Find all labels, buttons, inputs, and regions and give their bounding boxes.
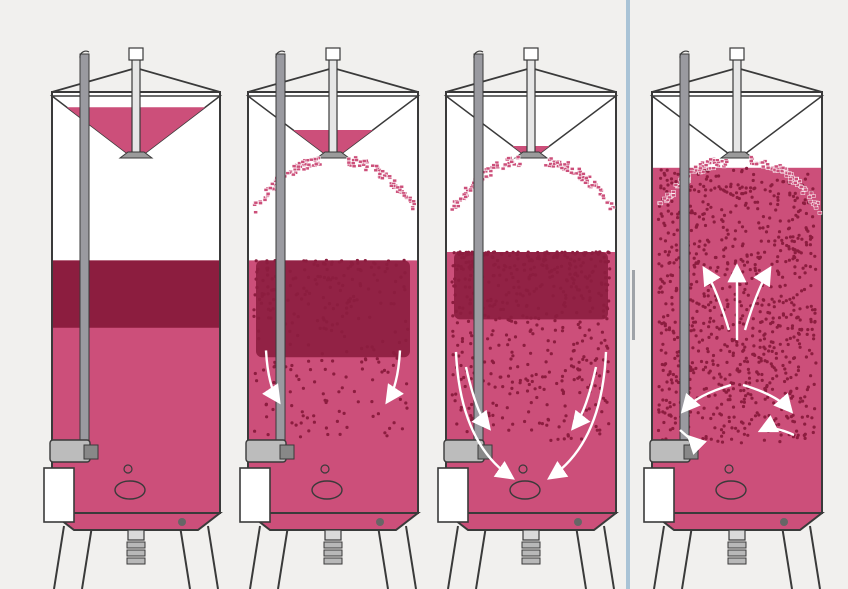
column-cap-icon bbox=[524, 48, 538, 60]
spray-column bbox=[132, 58, 140, 154]
spray-column bbox=[733, 58, 741, 154]
panel-divider bbox=[626, 0, 630, 589]
column-cap-icon bbox=[326, 48, 340, 60]
column-cap-icon bbox=[129, 48, 143, 60]
spray-column bbox=[329, 58, 337, 154]
valve-knob-icon bbox=[376, 518, 384, 526]
drain-valve-icon bbox=[728, 530, 746, 564]
drain-valve-icon bbox=[324, 530, 342, 564]
manhole-door-icon bbox=[438, 468, 468, 522]
recirculation-pipe bbox=[276, 54, 285, 444]
drain-valve-icon bbox=[127, 530, 145, 564]
valve-knob-icon bbox=[574, 518, 582, 526]
tank-4 bbox=[644, 48, 822, 589]
tank-bottom-cone bbox=[652, 513, 822, 530]
spray-column bbox=[527, 58, 535, 154]
tank-3 bbox=[438, 48, 616, 589]
grape-cap bbox=[52, 260, 220, 327]
tank-bottom-cone bbox=[52, 513, 220, 530]
manhole-door-icon bbox=[44, 468, 74, 522]
tank-1 bbox=[44, 48, 220, 589]
tank-2 bbox=[240, 48, 418, 589]
recirculation-pipe bbox=[680, 54, 689, 444]
recirculation-pipe bbox=[80, 54, 89, 444]
manhole-door-icon bbox=[240, 468, 270, 522]
tank-bottom-cone bbox=[248, 513, 418, 530]
drain-valve-icon bbox=[522, 530, 540, 564]
panel-edge-mark bbox=[632, 270, 635, 340]
manhole-door-icon bbox=[644, 468, 674, 522]
valve-knob-icon bbox=[780, 518, 788, 526]
recirculation-pipe bbox=[474, 54, 483, 444]
tank-bottom-cone bbox=[446, 513, 616, 530]
column-cap-icon bbox=[730, 48, 744, 60]
valve-knob-icon bbox=[178, 518, 186, 526]
